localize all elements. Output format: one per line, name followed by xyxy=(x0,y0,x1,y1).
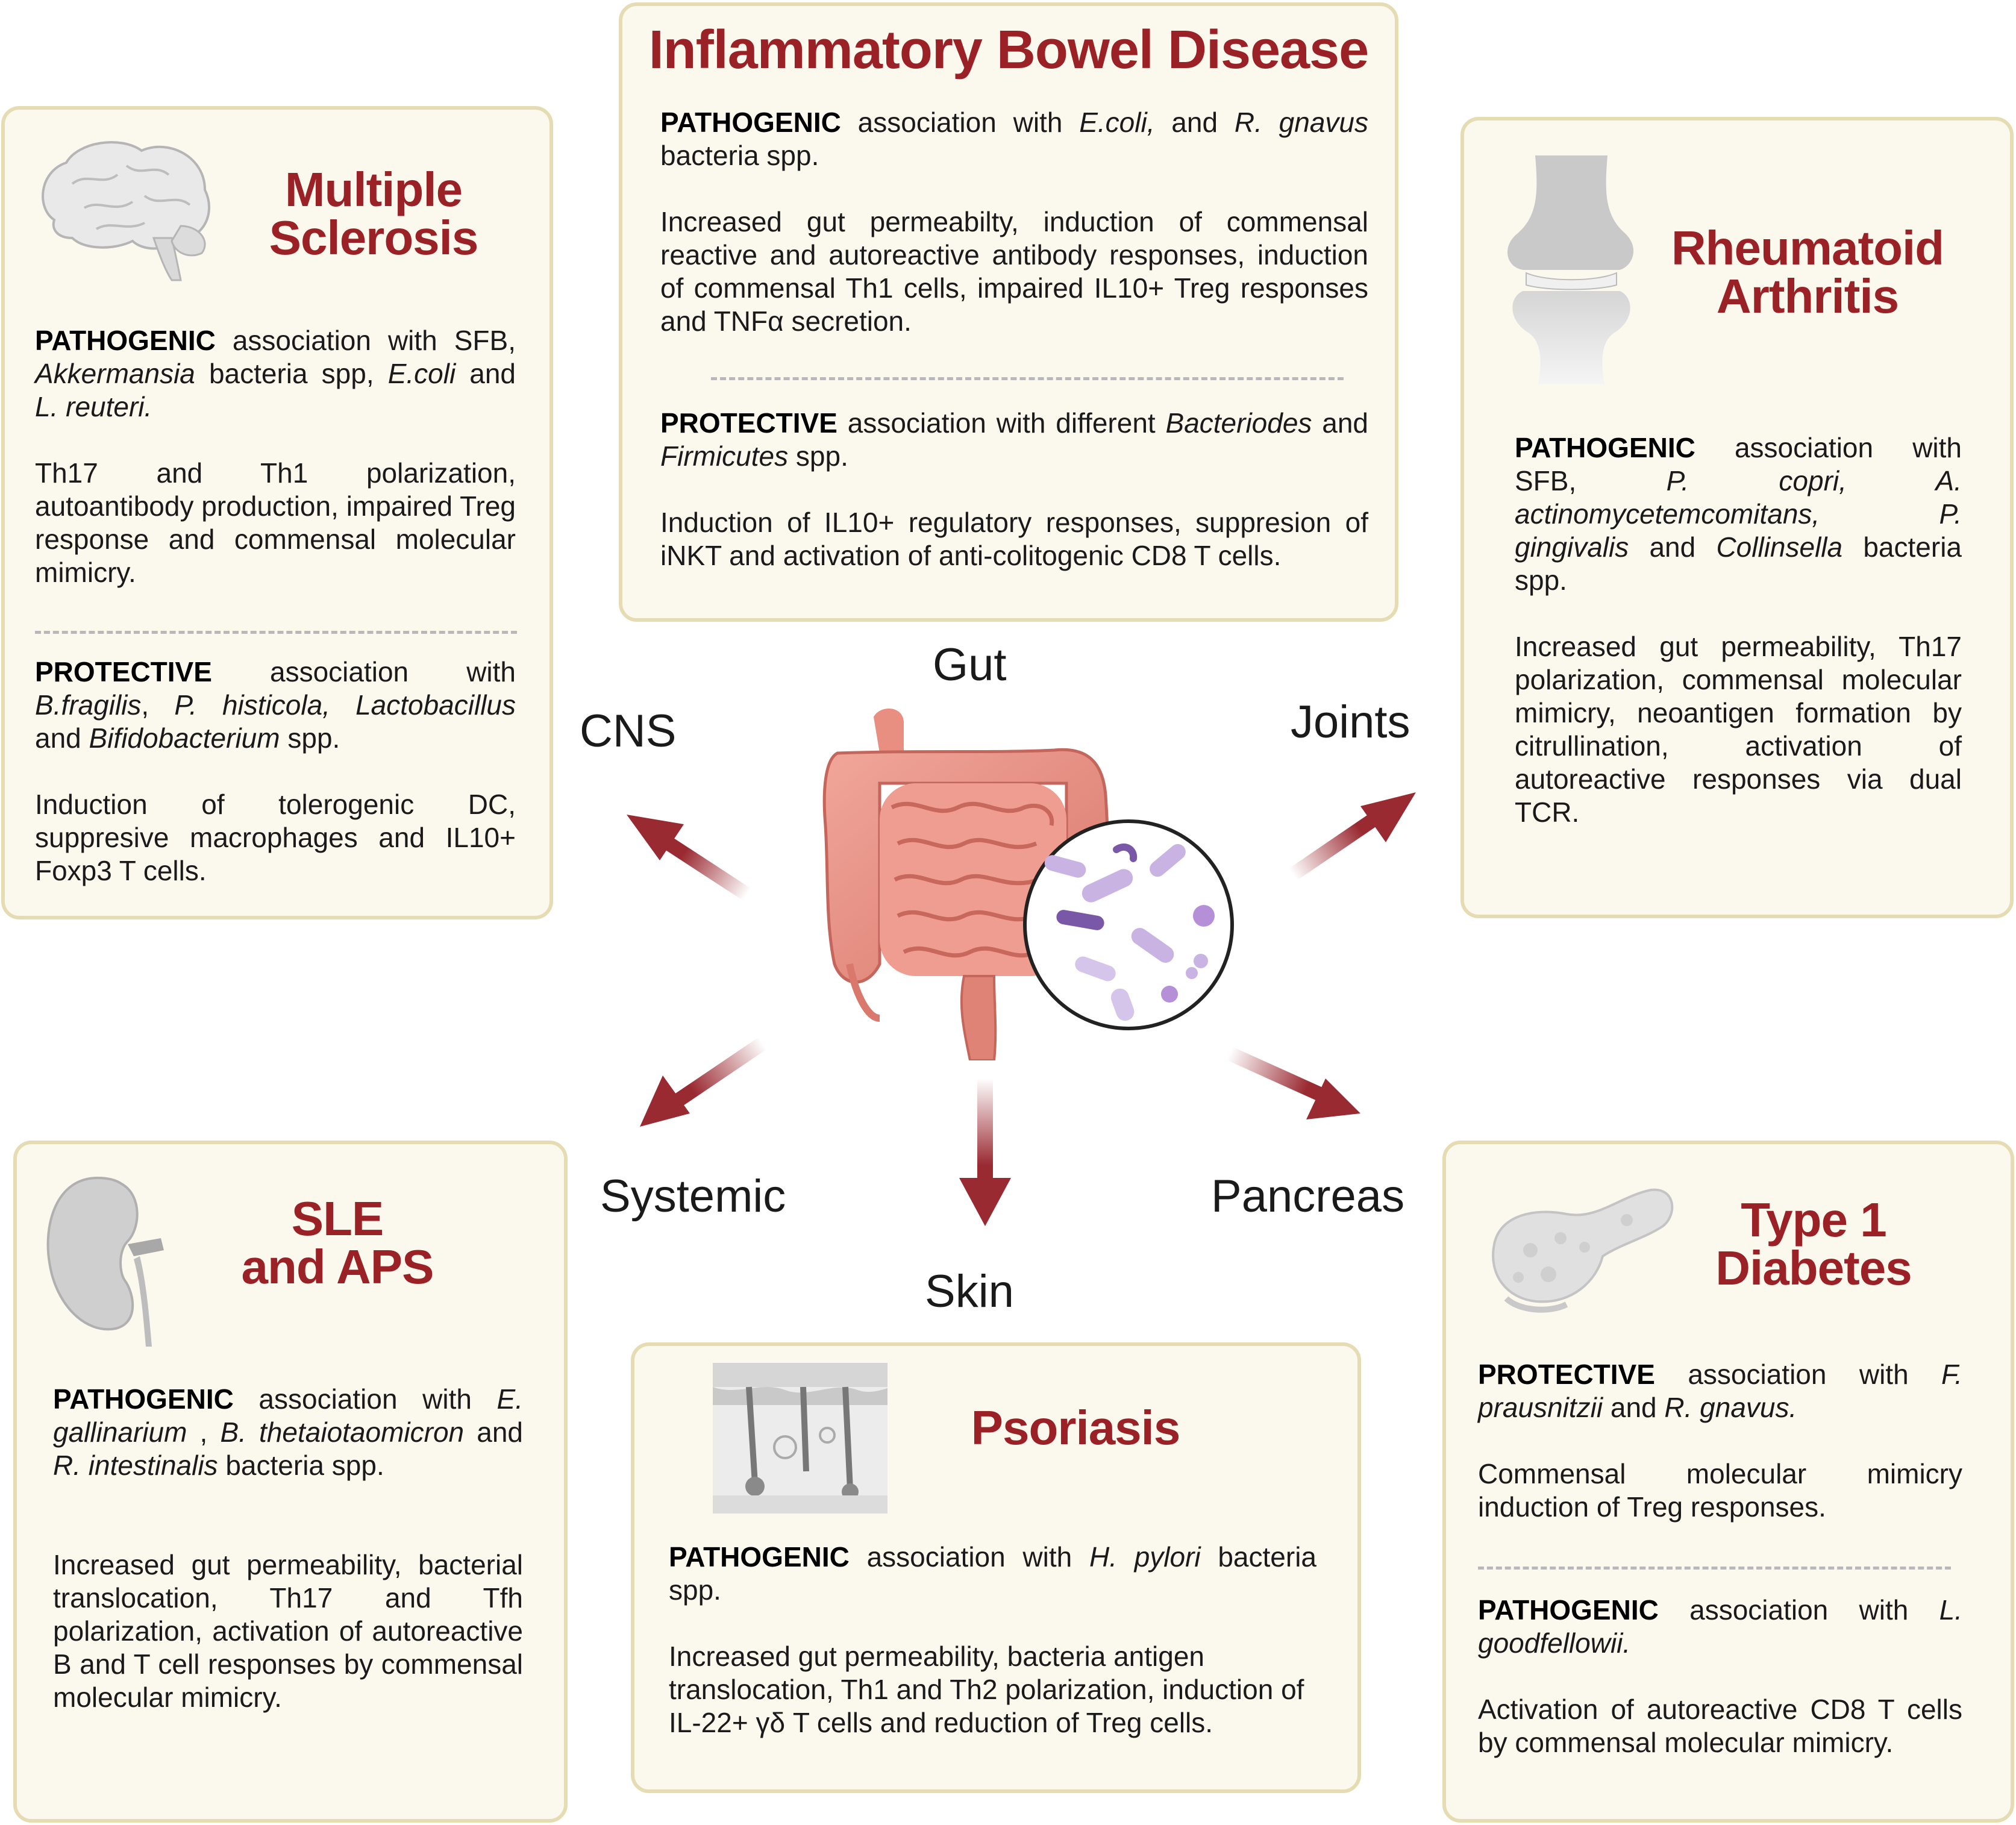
ibd-panel xyxy=(619,2,1398,622)
arrow-to-skin xyxy=(959,1078,1011,1226)
brain-icon xyxy=(42,141,211,281)
psoriasis-pathogenic-paragraph: PATHOGENIC association with H. pylori ba… xyxy=(669,1541,1316,1606)
skin-layers-icon xyxy=(713,1363,887,1514)
ms-text: PATHOGENIC association with SFB, Akkerma… xyxy=(35,324,516,589)
ms-pathogenic-paragraph: PATHOGENIC association with SFB, Akkerma… xyxy=(35,325,516,422)
ibd-pathogenic-mechanism: Increased gut permeabilty, induction of … xyxy=(660,206,1368,337)
ibd-pathogenic-paragraph: PATHOGENIC association with E.coli, and … xyxy=(660,107,1368,171)
ra-pathogenic-mechanism: Increased gut permeability, Th17 polariz… xyxy=(1515,631,1962,828)
ibd-text-protective: PROTECTIVE association with different Ba… xyxy=(660,407,1368,572)
arrow-to-pancreas xyxy=(1226,1047,1360,1119)
organ-label-gut: Gut xyxy=(933,639,1007,690)
microbiota-icon xyxy=(1023,819,1234,1030)
t1d-protective-paragraph: PROTECTIVE association with F. prausnitz… xyxy=(1478,1359,1962,1423)
psoriasis-text: PATHOGENIC association with H. pylori ba… xyxy=(669,1541,1316,1739)
t1d-pathogenic-paragraph: PATHOGENIC association with L. goodfello… xyxy=(1478,1594,1962,1659)
ra-pathogenic-paragraph: PATHOGENIC association with SFB, P. copr… xyxy=(1515,432,1962,596)
pathogenic-keyword: PATHOGENIC xyxy=(660,107,841,138)
psoriasis-pathogenic-mechanism: Increased gut permeability, bacteria ant… xyxy=(669,1641,1304,1738)
ms-text-protective: PROTECTIVE association with B.fragilis, … xyxy=(35,656,516,887)
t1d-divider xyxy=(1478,1567,1951,1570)
organ-label-cns: CNS xyxy=(580,706,677,757)
t1d-text: PROTECTIVE association with F. prausnitz… xyxy=(1478,1358,1962,1524)
protective-keyword: PROTECTIVE xyxy=(660,407,837,439)
ibd-text: PATHOGENIC association with E.coli, and … xyxy=(660,106,1368,338)
pathogenic-keyword: PATHOGENIC xyxy=(35,325,216,356)
ibd-protective-mechanism: Induction of IL10+ regulatory responses,… xyxy=(660,507,1368,571)
sle-pathogenic-paragraph: PATHOGENIC association with E. gallinari… xyxy=(53,1383,524,1481)
pathogenic-keyword: PATHOGENIC xyxy=(669,1541,850,1573)
psoriasis-title: Psoriasis xyxy=(971,1401,1181,1454)
t1d-text-pathogenic: PATHOGENIC association with L. goodfello… xyxy=(1478,1594,1962,1759)
pathogenic-keyword: PATHOGENIC xyxy=(1515,432,1695,463)
sle-text: PATHOGENIC association with E. gallinari… xyxy=(53,1383,523,1714)
pancreas-icon xyxy=(1492,1188,1674,1313)
ms-protective-mechanism: Induction of tolerogenic DC, suppresive … xyxy=(35,789,516,886)
organ-label-pancreas: Pancreas xyxy=(1211,1171,1405,1222)
ms-pathogenic-mechanism: Th17 and Th1 polarization, autoantibody … xyxy=(35,457,516,588)
arrow-to-cns xyxy=(627,815,754,903)
arrow-to-joints xyxy=(1288,792,1416,881)
ms-protective-paragraph: PROTECTIVE association with B.fragilis, … xyxy=(35,656,516,754)
kidney-icon xyxy=(46,1176,164,1347)
ibd-divider xyxy=(711,377,1344,380)
protective-keyword: PROTECTIVE xyxy=(35,656,212,687)
protective-keyword: PROTECTIVE xyxy=(1478,1359,1655,1390)
ibd-protective-paragraph: PROTECTIVE association with different Ba… xyxy=(660,407,1368,472)
ra-text: PATHOGENIC association with SFB, P. copr… xyxy=(1515,431,1962,829)
ms-divider xyxy=(35,631,517,634)
knee-joint-icon xyxy=(1507,155,1634,384)
ibd-title: Inflammatory Bowel Disease xyxy=(648,20,1369,80)
organ-label-skin: Skin xyxy=(925,1266,1014,1317)
organ-label-joints: Joints xyxy=(1291,697,1410,748)
t1d-pathogenic-mechanism: Activation of autoreactive CD8 T cells b… xyxy=(1478,1694,1962,1758)
organ-label-systemic: Systemic xyxy=(600,1171,786,1222)
sle-pathogenic-mechanism: Increased gut permeability, bacterial tr… xyxy=(53,1549,523,1713)
t1d-protective-mechanism: Commensal molecular mimicry induction of… xyxy=(1478,1458,1962,1523)
pathogenic-keyword: PATHOGENIC xyxy=(1478,1594,1659,1626)
pathogenic-keyword: PATHOGENIC xyxy=(53,1383,234,1415)
arrow-to-systemic xyxy=(640,1036,768,1127)
